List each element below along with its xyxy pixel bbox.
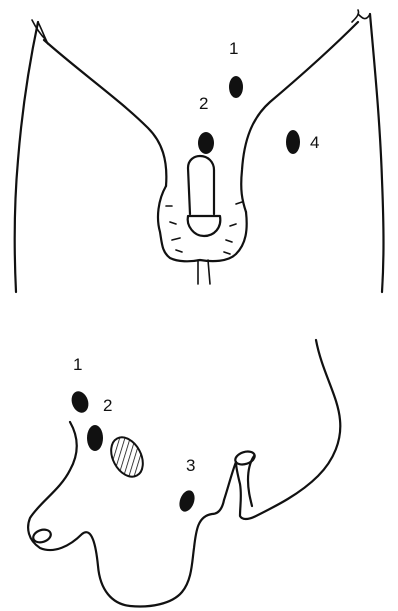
marker-label-2: 2	[199, 94, 208, 113]
tail-lines	[198, 260, 210, 284]
side-marker-label-3: 3	[186, 456, 195, 475]
marker-dot-4	[286, 130, 300, 154]
small-opening	[32, 528, 53, 545]
right-leg-tip	[352, 10, 370, 22]
side-marker-label-2: 2	[103, 396, 112, 415]
left-thigh-outline	[15, 22, 38, 292]
side-marker-label-1: 1	[73, 355, 82, 374]
marker-label-4: 4	[310, 133, 319, 152]
right-thigh-outline	[370, 14, 384, 292]
side-marker-dot-1	[69, 389, 92, 415]
side-view: 1 2 3	[28, 340, 340, 606]
penis-shaft	[188, 156, 214, 214]
marker-label-1: 1	[229, 39, 238, 58]
side-marker-dot-2	[87, 425, 103, 451]
tail-left-wall	[236, 340, 340, 519]
side-marker-dot-3	[177, 488, 198, 513]
scrotum-outline	[158, 186, 247, 261]
marker-dot-2	[198, 132, 214, 154]
skin-folds	[166, 202, 242, 254]
top-view: 1 2 4	[15, 10, 384, 292]
glans	[188, 216, 221, 236]
left-inner-outline	[44, 40, 166, 186]
marker-dot-1	[229, 76, 243, 98]
right-inner-outline	[241, 22, 358, 212]
hatched-region	[105, 432, 149, 482]
